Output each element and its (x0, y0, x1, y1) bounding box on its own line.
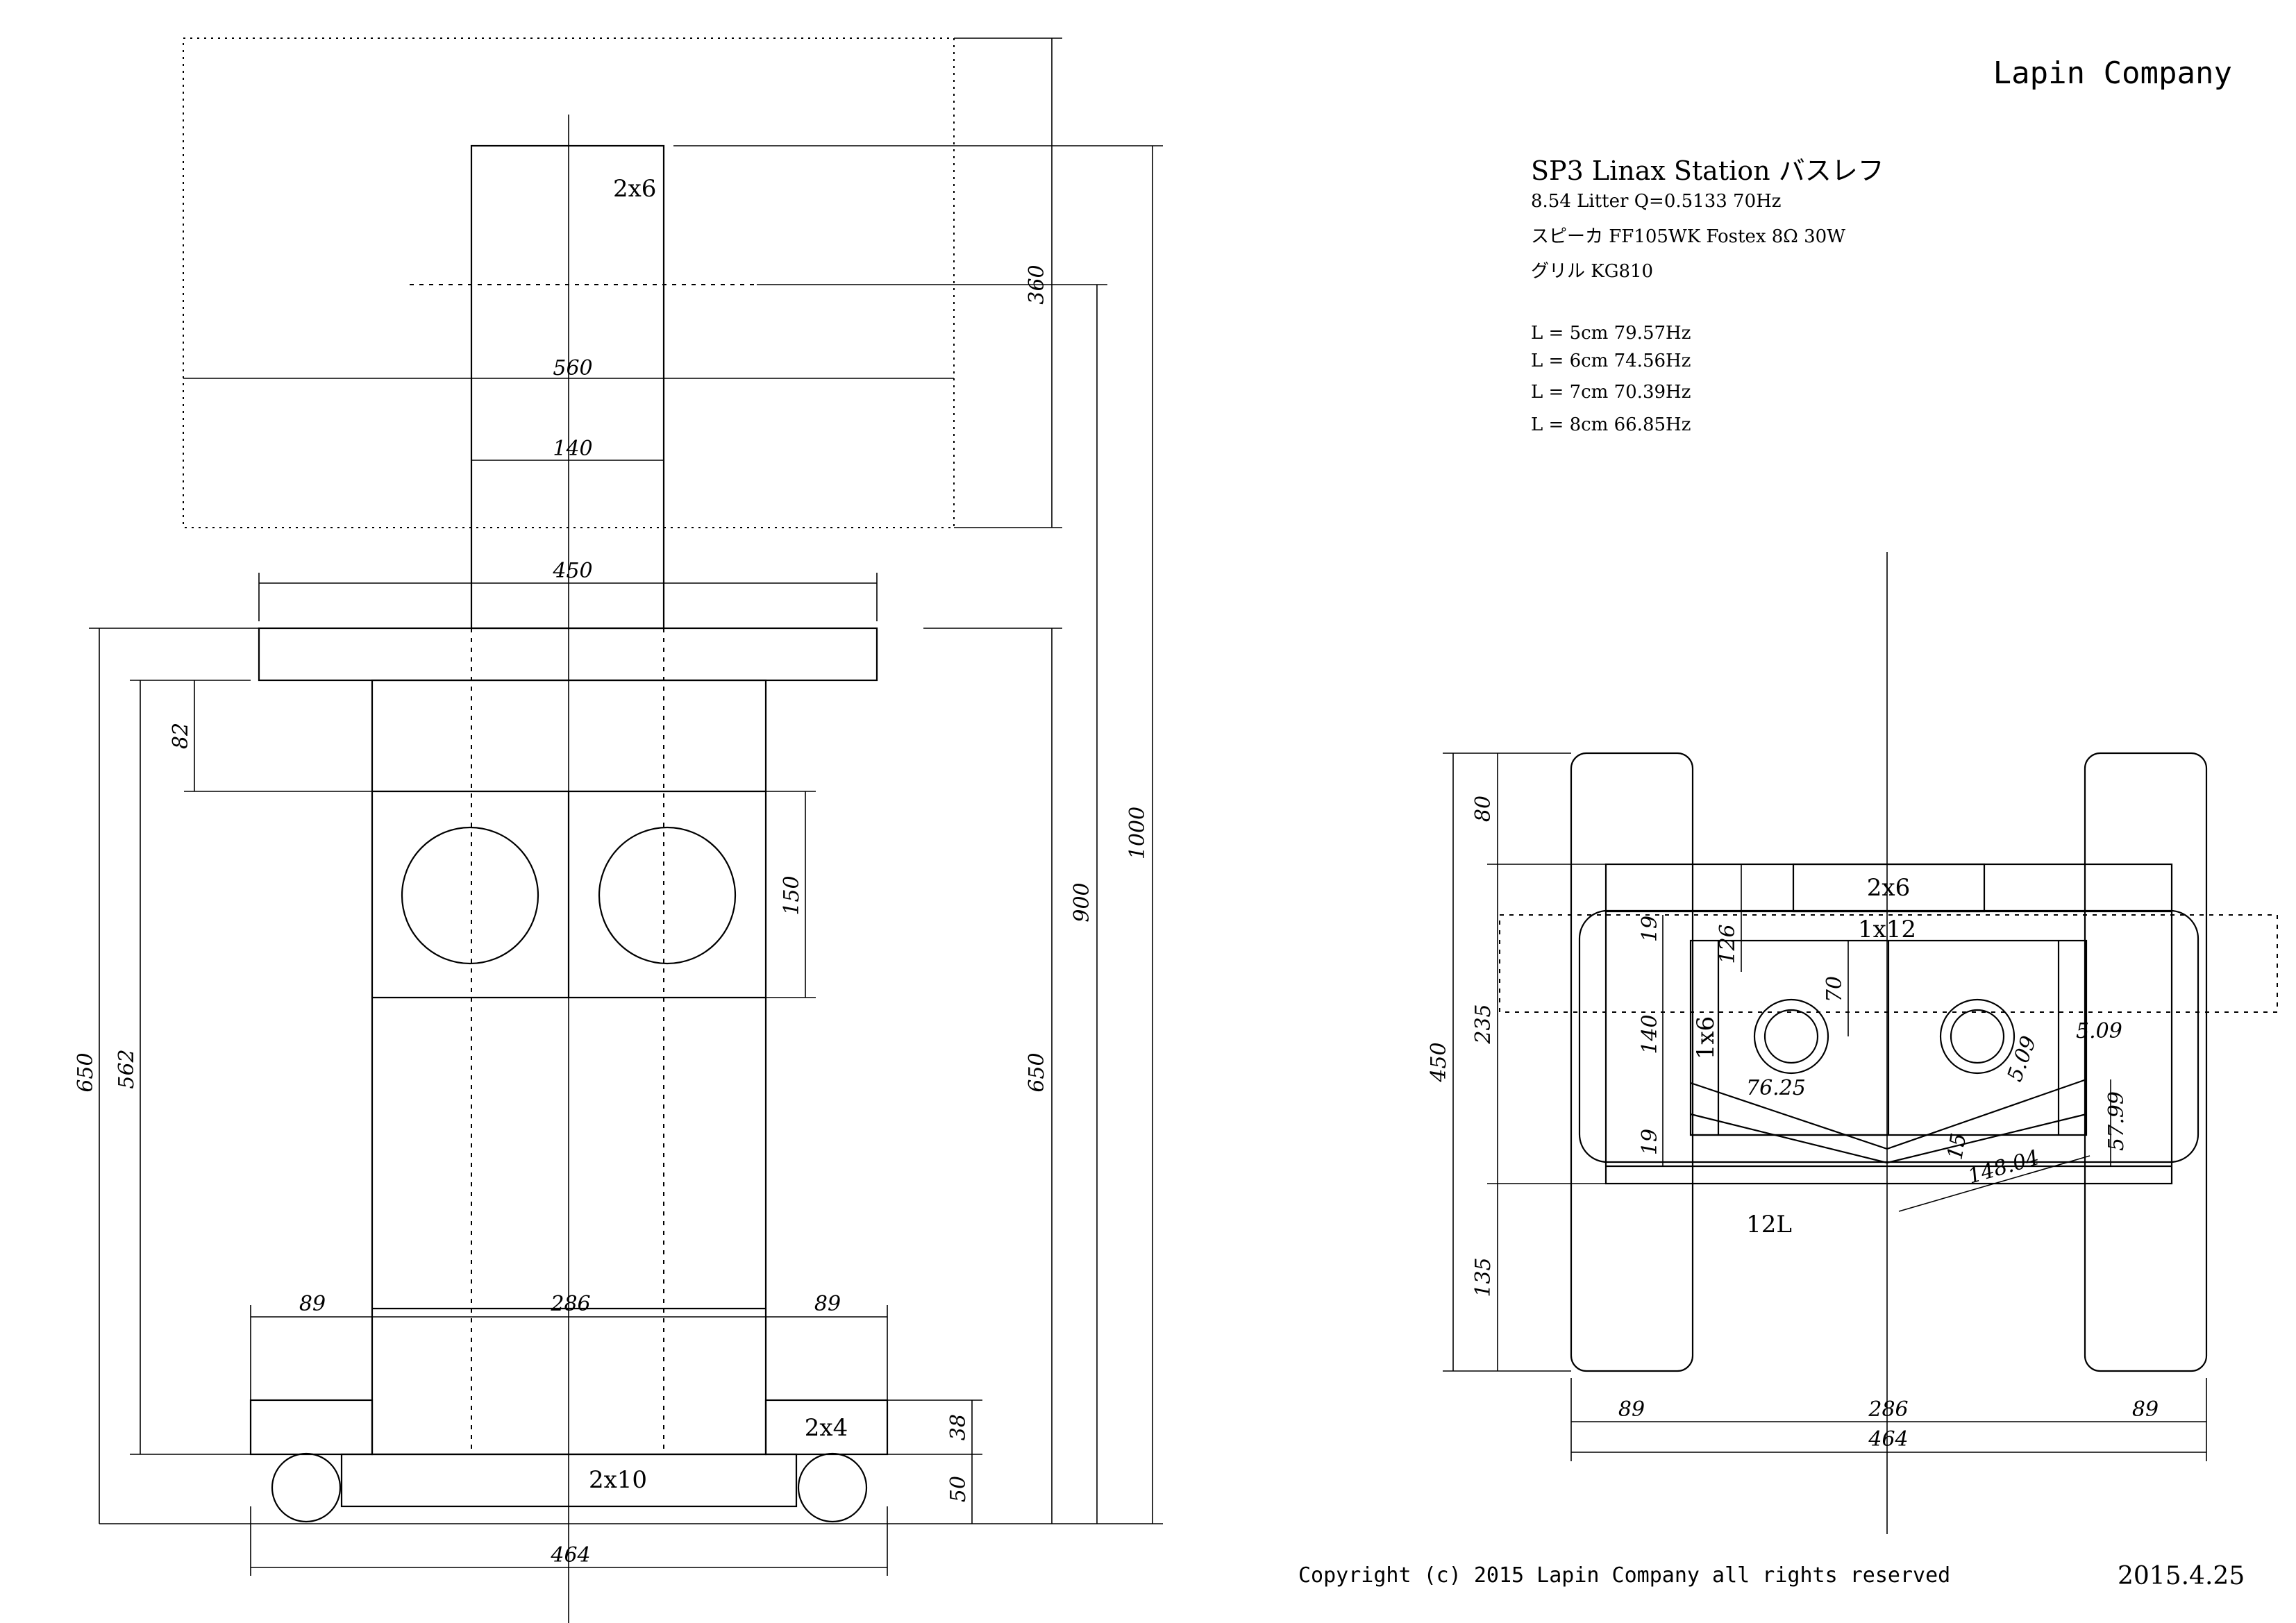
dim-135: 135 (1471, 1257, 1495, 1297)
dim-650-right: 650 (1025, 1052, 1049, 1092)
dim-148-04: 148.04 (1966, 1145, 2043, 1189)
spec-line-3: グリル KG810 (1531, 261, 1654, 282)
label-2x4: 2x4 (805, 1414, 848, 1442)
dim-19-bottom: 19 (1638, 1129, 1662, 1155)
dim-89-left: 89 (299, 1292, 326, 1316)
caster-left (271, 1452, 342, 1523)
dim-76-25: 76.25 (1746, 1076, 1806, 1100)
spec-line-2: スピーカ FF105WK Fostex 8Ω 30W (1531, 226, 1845, 247)
label-2x10: 2x10 (589, 1466, 647, 1494)
dim-38: 38 (946, 1414, 971, 1440)
dim-150: 150 (780, 875, 804, 915)
company-name: Lapin Company (1993, 56, 2232, 91)
side-board-left (249, 1399, 374, 1456)
port-left-outer (1753, 998, 1829, 1075)
dim-1000: 1000 (1125, 807, 1150, 859)
label-1x6: 1x6 (1692, 1016, 1720, 1059)
dim-50: 50 (946, 1476, 971, 1502)
dim-650-left: 650 (74, 1052, 98, 1092)
label-2x6-top: 2x6 (1867, 874, 1910, 902)
dim-140-top: 140 (1638, 1014, 1662, 1054)
dim-89-right: 89 (814, 1292, 841, 1316)
dim-15: 15 (1943, 1132, 1971, 1162)
speaker-right (598, 826, 737, 965)
port-band (1499, 914, 2278, 1013)
dim-57-99: 57.99 (2104, 1091, 2129, 1151)
top-shelf (258, 627, 878, 682)
dim-5-09-b: 5.09 (2003, 1033, 2042, 1085)
dim-464: 464 (550, 1543, 590, 1567)
speaker-left (401, 826, 539, 965)
port-line-2: L = 6cm 74.56Hz (1531, 351, 1691, 371)
dim-450: 450 (552, 559, 592, 583)
port-left-inner (1763, 1009, 1819, 1064)
drawing-date: 2015.4.25 (2118, 1562, 2245, 1590)
dim-89-top-right: 89 (2132, 1397, 2159, 1422)
port-line-1: L = 5cm 79.57Hz (1531, 323, 1691, 344)
upright-post (470, 144, 665, 630)
label-12l: 12L (1746, 1211, 1792, 1238)
top-view: 450 80 235 135 19 126 140 19 70 76.25 5.… (1427, 552, 2278, 1534)
label-1x12: 1x12 (1858, 916, 1916, 943)
caster-right (797, 1452, 868, 1523)
dim-5-09-a: 5.09 (2076, 1019, 2122, 1043)
dim-82: 82 (169, 723, 193, 749)
dim-70: 70 (1822, 976, 1847, 1002)
port-right-outer (1939, 998, 2016, 1075)
dim-235: 235 (1471, 1004, 1495, 1044)
diag-148 (1898, 1155, 2090, 1212)
dim-286: 286 (550, 1292, 590, 1316)
label-2x6-post: 2x6 (613, 175, 656, 203)
front-view: 560 140 450 89 286 89 464 360 1000 900 6… (74, 37, 1163, 1623)
leg-right (2084, 752, 2208, 1372)
drawing-title: SP3 Linax Station バスレフ (1531, 155, 1884, 186)
port-line-4: L = 8cm 66.85Hz (1531, 414, 1691, 435)
dim-19-top: 19 (1638, 916, 1662, 942)
dim-80: 80 (1471, 796, 1495, 822)
dim-140: 140 (553, 437, 592, 461)
copyright: Copyright (c) 2015 Lapin Company all rig… (1298, 1563, 1951, 1588)
dim-286-top: 286 (1868, 1397, 1908, 1422)
dim-126: 126 (1716, 924, 1740, 964)
dim-89-top-left: 89 (1618, 1397, 1645, 1422)
dim-450-top: 450 (1427, 1042, 1451, 1082)
port-right-inner (1950, 1009, 2005, 1064)
dim-560: 560 (553, 356, 592, 380)
dim-900: 900 (1070, 882, 1094, 922)
port-line-3: L = 7cm 70.39Hz (1531, 382, 1691, 403)
leg-left (1570, 752, 1694, 1372)
dim-562: 562 (115, 1049, 139, 1088)
dim-464-top: 464 (1868, 1427, 1908, 1452)
spec-line-1: 8.54 Litter Q=0.5133 70Hz (1531, 191, 1782, 212)
